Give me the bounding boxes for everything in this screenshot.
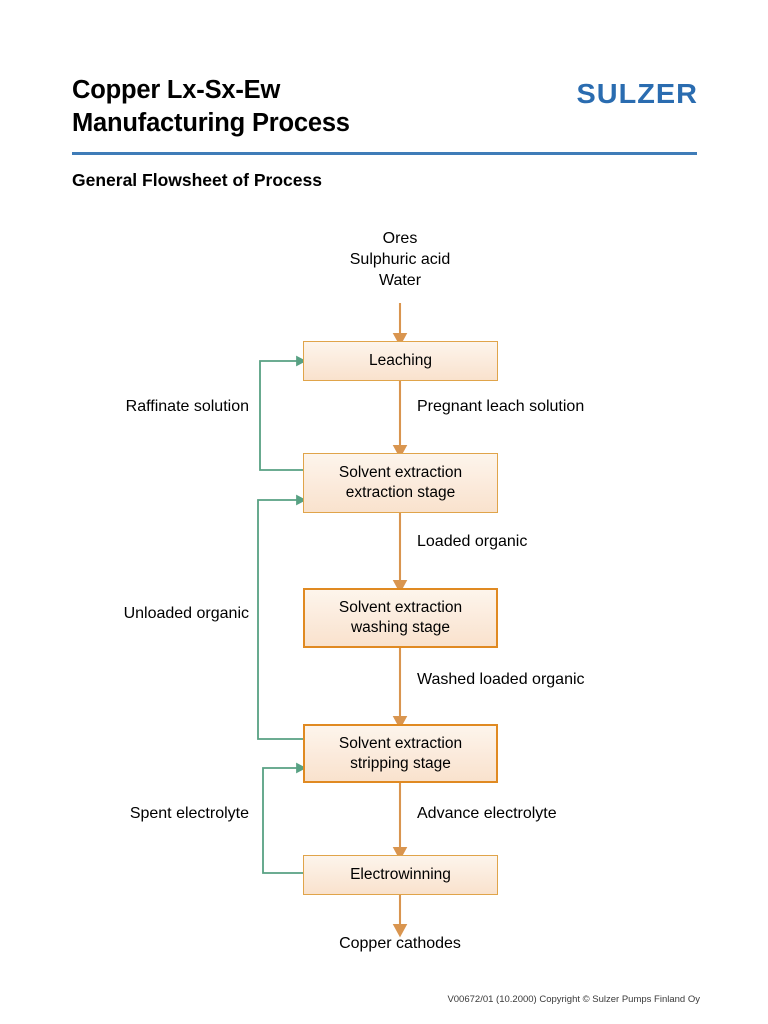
stream-label-washed-loaded-organic: Washed loaded organic — [417, 671, 585, 688]
recycle-label-unloaded-organic: Unloaded organic — [123, 605, 249, 622]
process-box-extraction-stage[interactable]: Solvent extraction extraction stage — [303, 453, 498, 513]
sulzer-logo: SULZER — [576, 78, 698, 109]
header-divider — [72, 152, 697, 155]
page-title: Copper Lx-Sx-Ew Manufacturing Process — [72, 76, 350, 138]
process-box-electrowinning[interactable]: Electrowinning — [303, 855, 498, 895]
input-feed-label: Ores Sulphuric acid Water — [349, 230, 451, 290]
stream-label-advance-electrolyte: Advance electrolyte — [417, 805, 557, 822]
process-box-stripping-stage[interactable]: Solvent extraction stripping stage — [303, 724, 498, 783]
recycle-label-spent-electrolyte: Spent electrolyte — [129, 805, 249, 822]
recycle-label-raffinate-solution: Raffinate solution — [125, 398, 249, 415]
stream-label-loaded-organic: Loaded organic — [417, 533, 528, 550]
output-product-label: Copper cathodes — [339, 935, 461, 952]
stream-label-pregnant-leach-solution: Pregnant leach solution — [417, 398, 585, 415]
recycle-unloaded-organic — [257, 494, 307, 740]
page-subtitle: General Flowsheet of Process — [72, 170, 322, 190]
process-box-leaching[interactable]: Leaching — [303, 341, 498, 381]
recycle-loops — [257, 355, 307, 874]
recycle-spent-electrolyte — [262, 762, 307, 874]
recycle-raffinate-solution — [259, 355, 307, 471]
process-box-washing-stage[interactable]: Solvent extraction washing stage — [303, 588, 498, 648]
footer-copyright: V00672/01 (10.2000) Copyright © Sulzer P… — [447, 994, 700, 1005]
